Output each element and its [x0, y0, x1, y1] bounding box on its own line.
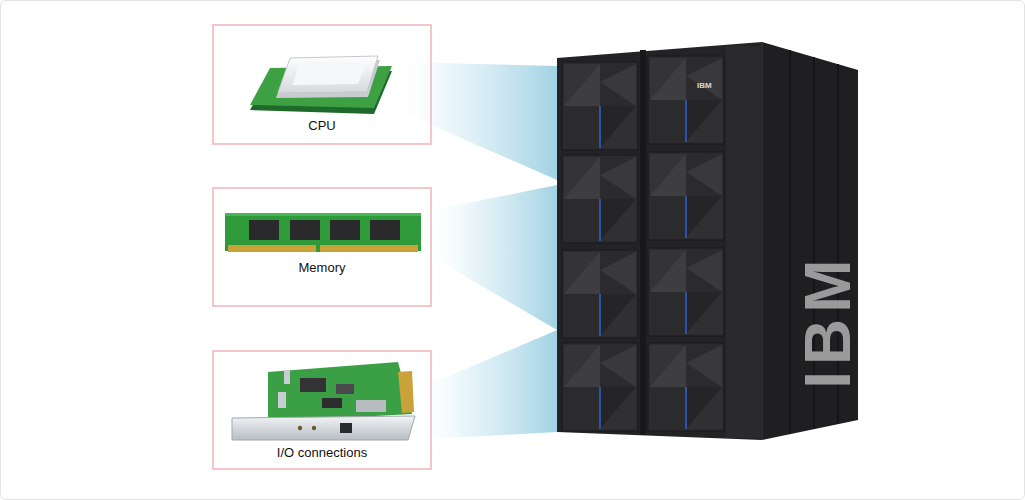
io-chip	[336, 384, 354, 394]
io-chip	[300, 378, 326, 392]
component-label: CPU	[308, 118, 335, 134]
component-label: I/O connections	[277, 445, 367, 461]
front-panel	[562, 62, 638, 150]
io-led	[312, 426, 316, 430]
cpu-lid-top	[292, 63, 366, 85]
memory-illustration	[225, 213, 421, 252]
gold-contacts	[228, 245, 418, 252]
mainframe-edge	[762, 42, 763, 440]
memory-chip	[290, 220, 320, 240]
front-panel	[562, 250, 638, 338]
brand-logo: IBM	[697, 81, 712, 90]
memory-notch	[316, 245, 320, 252]
memory-chip	[370, 220, 400, 240]
front-panel	[648, 152, 724, 240]
io-board	[268, 362, 412, 422]
component-box: Memory	[212, 187, 432, 307]
front-panel	[648, 343, 724, 431]
light-beam	[424, 185, 557, 330]
io-bracket	[232, 416, 415, 440]
light-beam	[392, 62, 557, 180]
component-box: CPU	[212, 24, 432, 145]
io-card-illustration	[232, 362, 415, 440]
memory-chip	[330, 220, 360, 240]
component-label: Memory	[299, 260, 346, 276]
io-chip	[322, 398, 342, 408]
brand-logo-side: IBM	[791, 253, 865, 388]
io-component	[284, 370, 290, 384]
io-component	[278, 392, 286, 408]
cpu-lid	[278, 56, 378, 93]
memory-board	[225, 213, 421, 251]
memory-board-edge	[225, 213, 421, 216]
front-divider	[640, 50, 646, 435]
io-led	[298, 426, 302, 430]
side-groove	[789, 50, 791, 434]
component-box: I/O connections	[212, 350, 432, 470]
mainframe-front	[557, 42, 762, 440]
front-panel	[648, 248, 724, 336]
io-component	[356, 400, 386, 412]
io-edge-connector	[398, 371, 414, 413]
cpu-illustration	[250, 56, 392, 114]
front-panel	[648, 56, 724, 144]
front-panel	[562, 343, 638, 431]
io-port	[340, 423, 352, 433]
front-panel	[562, 155, 638, 243]
front-strip	[726, 46, 760, 438]
light-beam	[412, 330, 557, 440]
memory-chip	[249, 220, 279, 240]
